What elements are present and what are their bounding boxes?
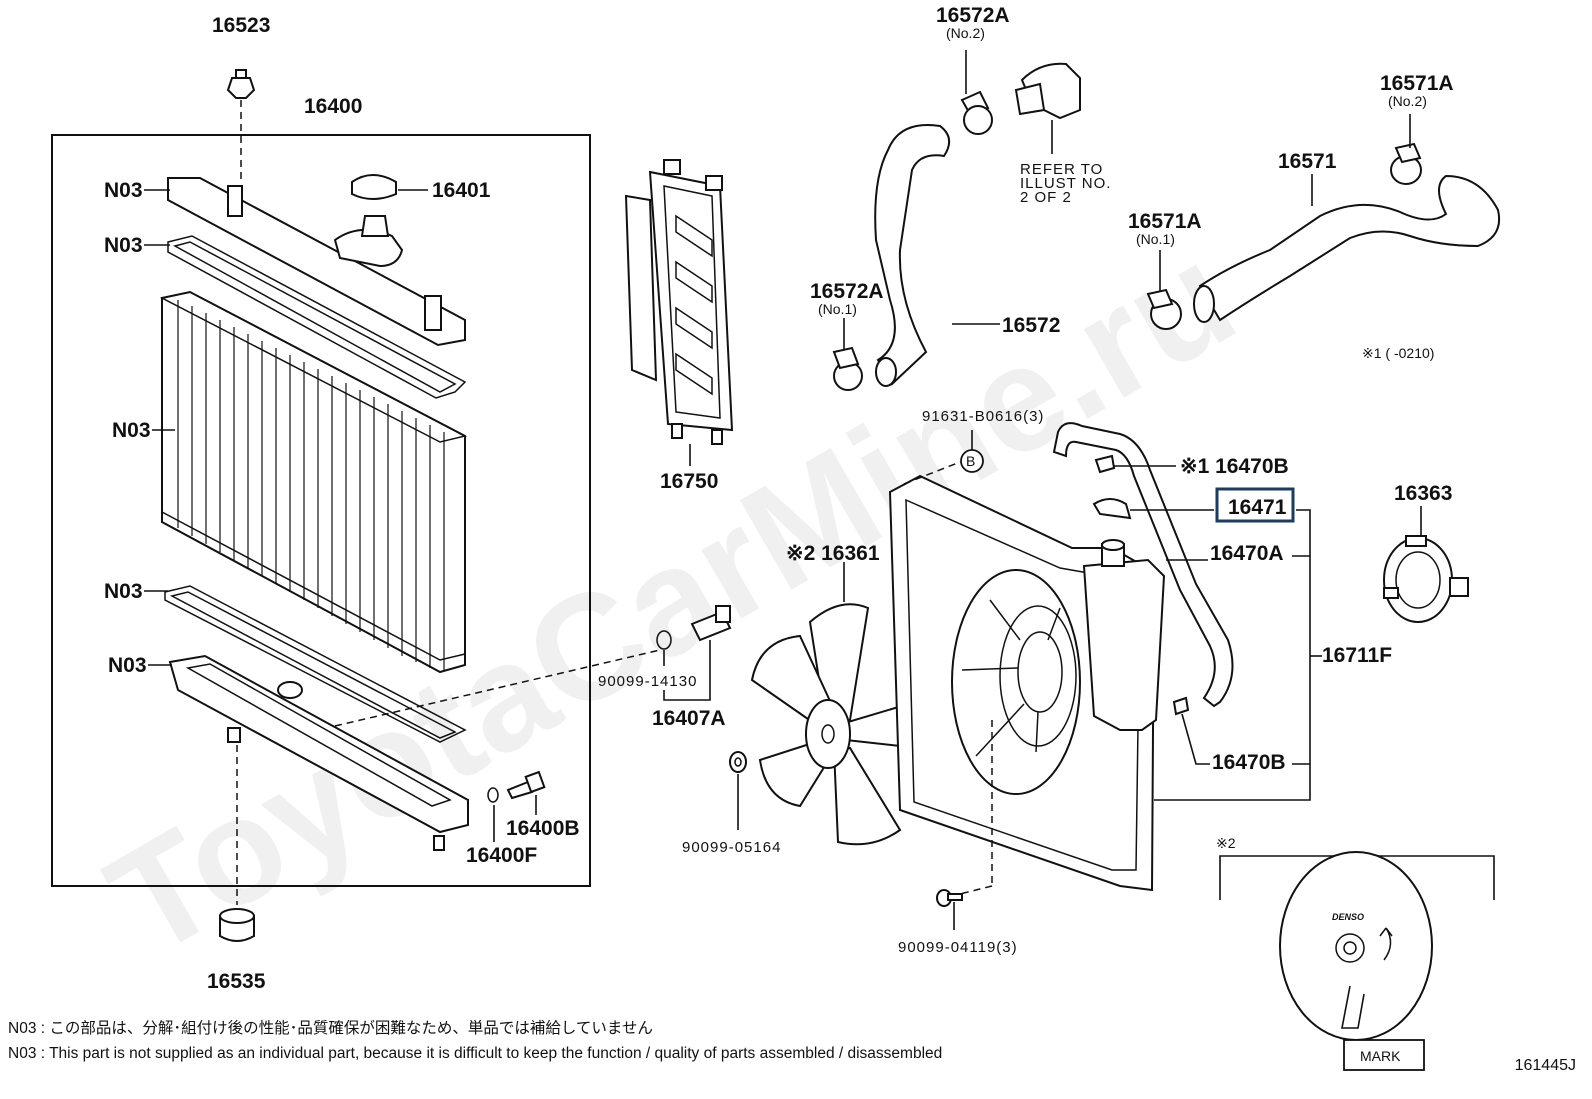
clip-16470B-lower[interactable] (1172, 696, 1190, 716)
label-16400: 16400 (304, 95, 362, 118)
fan-motor-16363[interactable] (1383, 535, 1469, 623)
document-id: 161445J (1514, 1057, 1576, 1074)
radiator-hose-16572[interactable] (874, 124, 951, 387)
note-n03-japanese: N03 : この部品は、分解･組付け後の性能･品質確保が困難なため、単品では補給… (8, 1020, 653, 1037)
radiator-lower-tank (168, 654, 469, 851)
label-no1-b: (No.1) (1136, 231, 1175, 247)
label-no2-a: (No.2) (946, 25, 985, 41)
label-16363: 16363 (1394, 482, 1452, 505)
label-16572: 16572 (1002, 314, 1060, 337)
label-n03-lower-tank: N03 (108, 654, 147, 677)
radiator-core (159, 290, 468, 674)
clamp-16572A-no2[interactable] (960, 90, 993, 135)
label-16400B: 16400B (506, 817, 580, 840)
label-16572A-no2: 16572A (936, 4, 1010, 27)
label-16361: ※2 16361 (786, 542, 880, 565)
clamp-16571A-no2[interactable] (1390, 142, 1422, 185)
clip-16470B-upper[interactable] (1094, 454, 1116, 474)
note-n03-english: N03 : This part is not supplied as an in… (8, 1045, 943, 1062)
clamp-16572A-no1[interactable] (832, 346, 863, 391)
denso-logo-text: DENSO (1332, 912, 1364, 922)
label-range-note: ※1 ( -0210) (1362, 345, 1434, 361)
label-16571A-no2: 16571A (1380, 72, 1454, 95)
o-ring-16400F (487, 787, 499, 803)
label-16750: 16750 (660, 470, 718, 493)
clamp-16571A-no1[interactable] (1146, 288, 1182, 330)
label-16407A: 16407A (652, 707, 726, 730)
label-n03-core: N03 (112, 419, 151, 442)
label-n03-lower-gasket: N03 (104, 580, 143, 603)
gasket-90099-14130 (656, 630, 672, 650)
label-n03-upper-tank: N03 (104, 179, 143, 202)
bolt-90099-04119[interactable] (936, 889, 963, 907)
label-90099-05164: 90099-05164 (682, 839, 781, 856)
label-16572A-no1: 16572A (810, 280, 884, 303)
fan-switch-16407A[interactable] (690, 605, 732, 642)
label-91631-b0616: 91631-B0616(3) (922, 408, 1044, 425)
label-n03-upper-gasket: N03 (104, 234, 143, 257)
highlight-box-16471 (1215, 487, 1295, 523)
nut-90099-05164[interactable] (729, 751, 747, 773)
label-16470B-top: ※1 16470B (1180, 455, 1289, 478)
drain-cock-16400B[interactable] (506, 770, 546, 800)
radiator-upper-tank (167, 177, 466, 347)
label-16470A: 16470A (1210, 542, 1284, 565)
reserve-hose-16470A[interactable] (1052, 422, 1234, 708)
air-guide-16750[interactable] (624, 159, 734, 445)
refer-line-1: REFER TO (1020, 161, 1103, 178)
label-16571A-no1: 16571A (1128, 210, 1202, 233)
label-no2-b: (No.2) (1388, 93, 1427, 109)
fan-shroud-16711F[interactable] (888, 474, 1166, 892)
label-no1-a: (No.1) (818, 301, 857, 317)
upper-gasket (167, 235, 467, 399)
radiator-hose-16571[interactable] (1193, 174, 1500, 323)
radiator-assembly-frame (51, 134, 591, 887)
label-16535: 16535 (207, 970, 266, 993)
refer-line-3: 2 OF 2 (1020, 189, 1072, 206)
mark-box (1343, 1039, 1425, 1071)
label-16711F: 16711F (1322, 644, 1392, 667)
label-box-note2: ※2 (1216, 835, 1236, 851)
reservoir-cap-16471[interactable] (1092, 498, 1132, 520)
label-mark: MARK (1360, 1048, 1401, 1064)
lower-gasket (164, 585, 467, 743)
label-16400F: 16400F (466, 844, 537, 867)
label-16401: 16401 (432, 179, 491, 202)
label-16471: 16471 (1228, 496, 1287, 519)
label-16571: 16571 (1278, 150, 1337, 173)
water-inlet-refer (1014, 62, 1081, 120)
label-16470B-bottom: 16470B (1212, 751, 1286, 774)
label-90099-14130: 90099-14130 (598, 673, 697, 690)
radiator-support-16535[interactable] (219, 908, 255, 942)
fan-mark-detail (1279, 851, 1433, 1041)
radiator-cap-16401[interactable] (351, 174, 397, 200)
circle-b-label: B (966, 453, 975, 469)
radiator-plug-16523[interactable] (226, 69, 256, 99)
label-16523: 16523 (212, 14, 270, 37)
label-90099-04119: 90099-04119(3) (898, 939, 1018, 956)
refer-line-2: ILLUST NO. (1020, 175, 1111, 192)
